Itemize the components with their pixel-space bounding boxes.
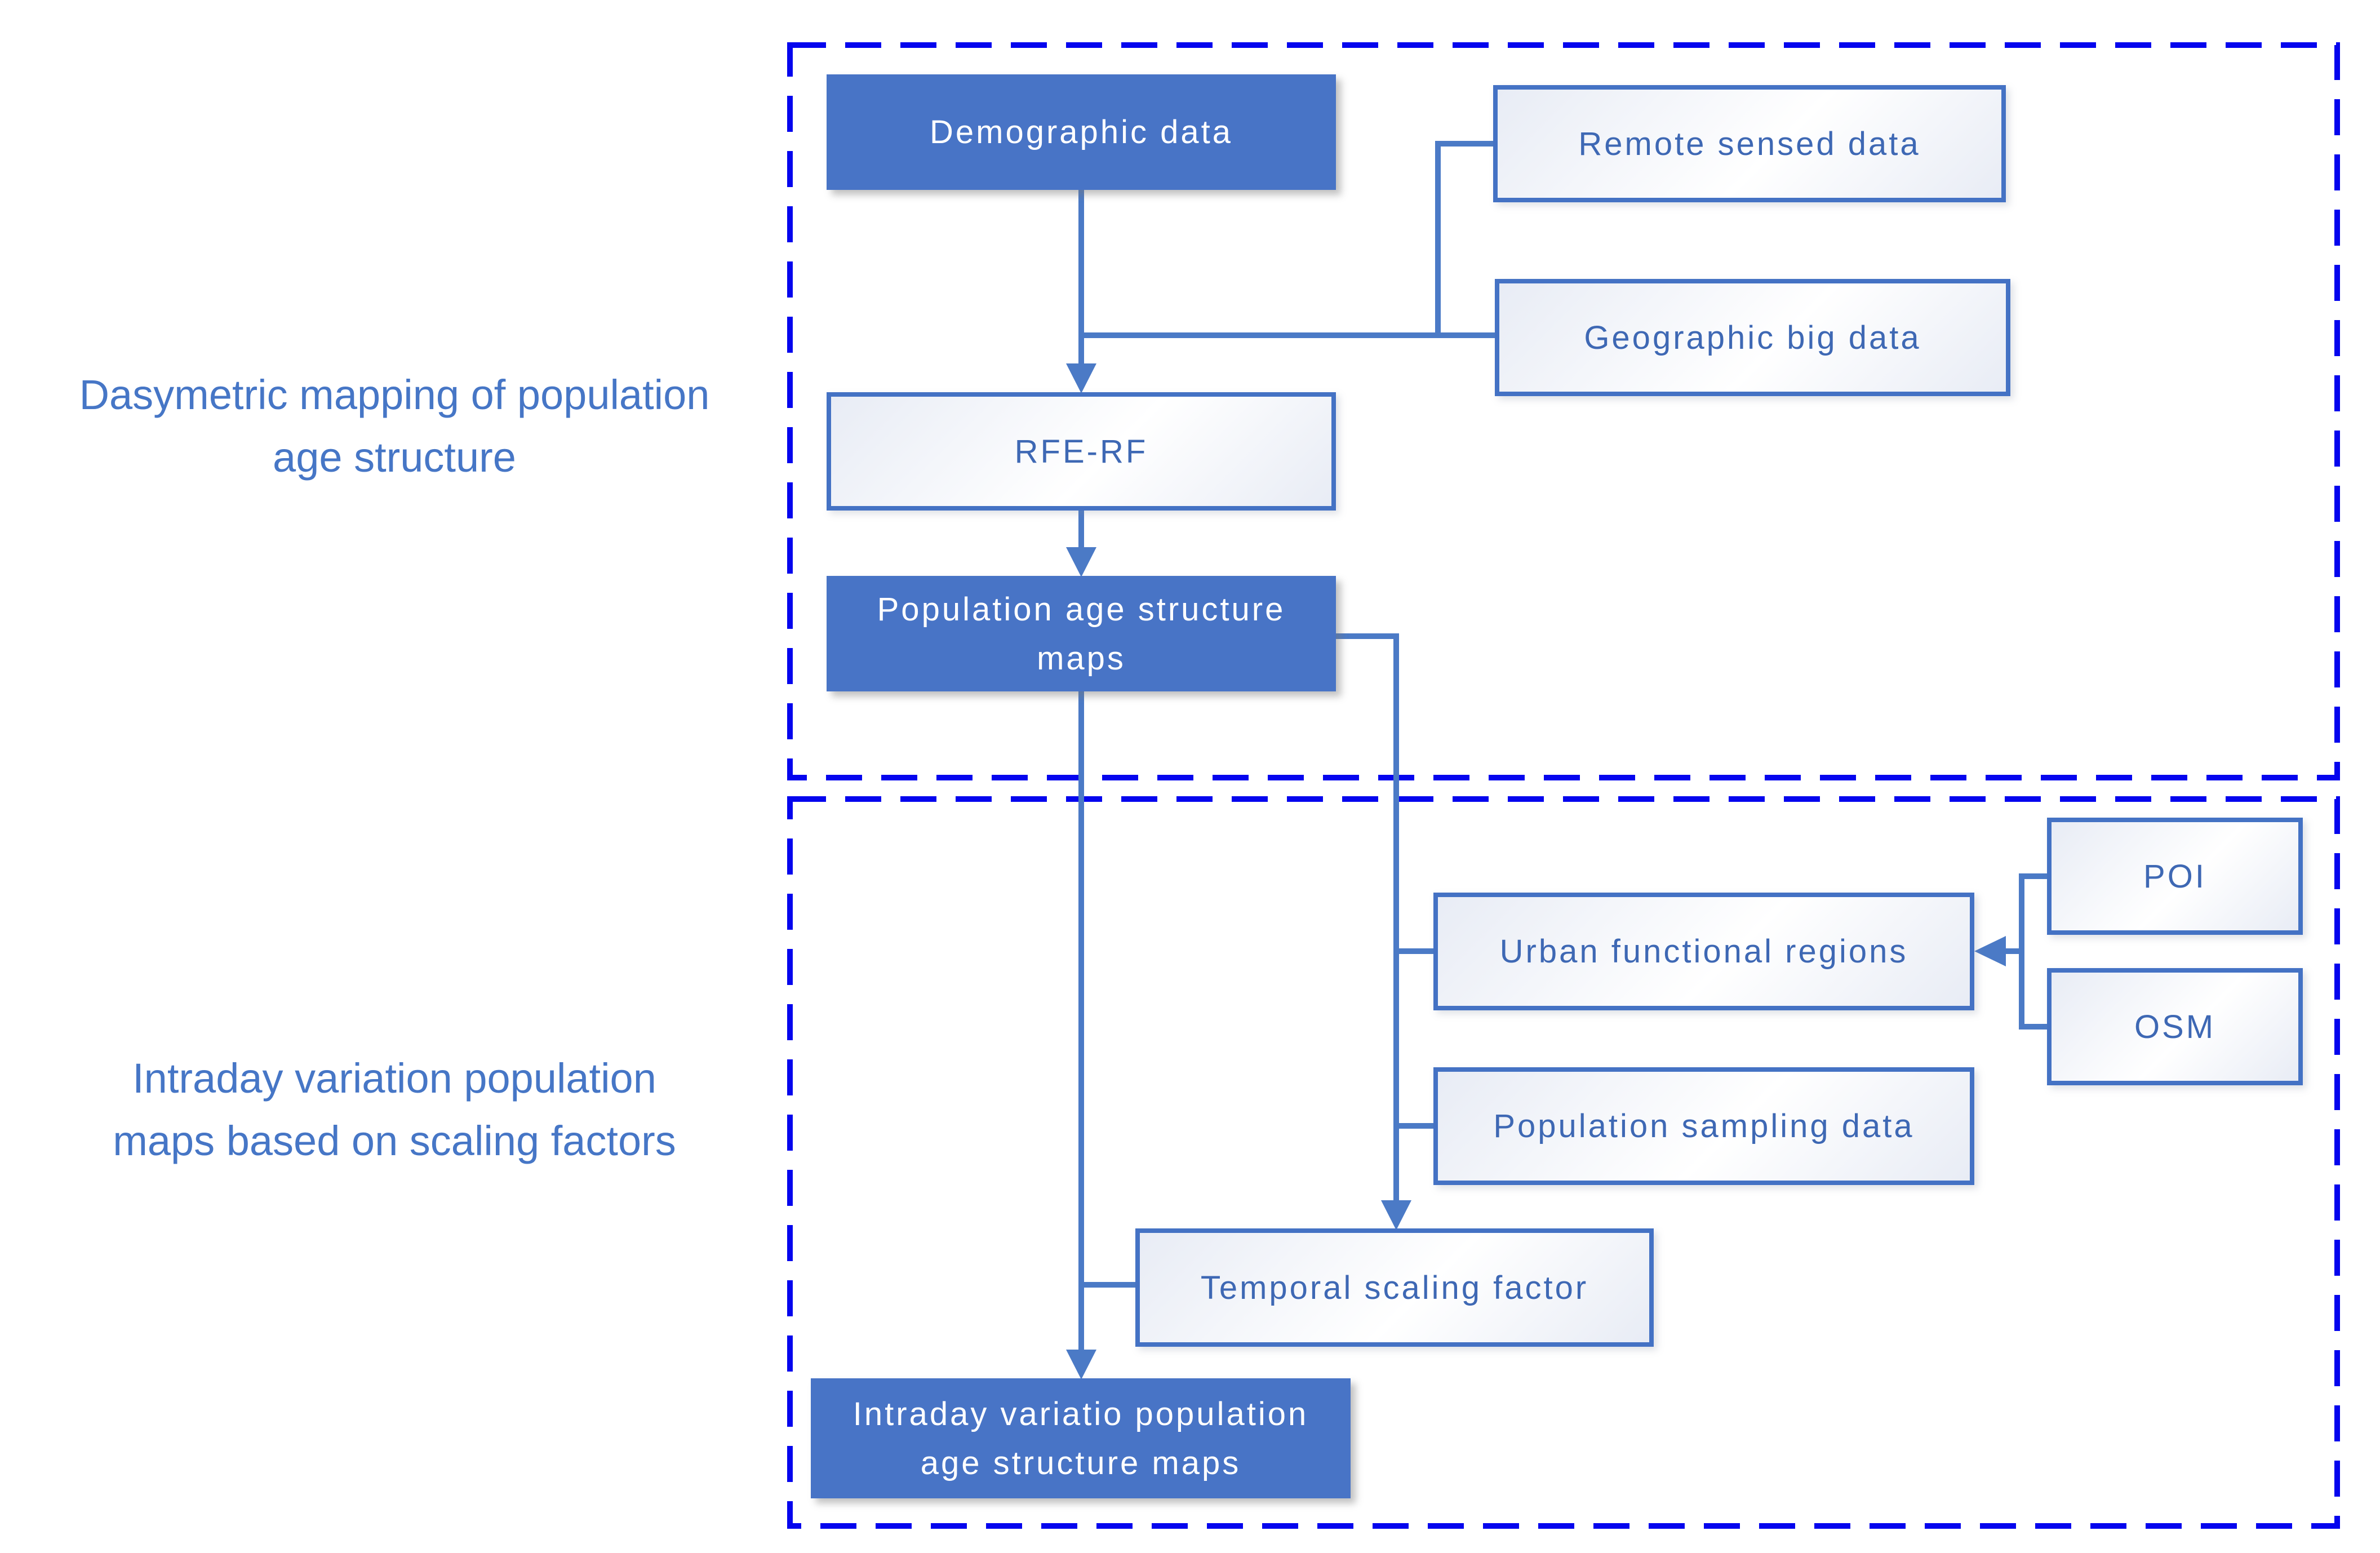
box-rfe-rf-label: RFE-RF [1014, 433, 1148, 470]
box-poi: POI [2047, 818, 2303, 935]
box-population-age-structure-maps-label: Population age structure maps [877, 591, 1286, 677]
box-population-sampling-data: Population sampling data [1433, 1067, 1974, 1185]
box-urban-functional-regions: Urban functional regions [1433, 893, 1974, 1010]
box-intraday-variation-population-maps-label: Intraday variatio population age structu… [852, 1395, 1309, 1481]
box-demographic-data: Demographic data [827, 74, 1336, 190]
connector-lines [1078, 141, 2051, 1352]
box-osm-label: OSM [2134, 1008, 2216, 1045]
box-geographic-big-data-label: Geographic big data [1584, 319, 1921, 356]
arrow-down-into-intraday-icon [1066, 1350, 1096, 1379]
arrow-down-into-temporal-icon [1381, 1200, 1411, 1230]
box-urban-functional-regions-label: Urban functional regions [1499, 933, 1908, 970]
box-geographic-big-data: Geographic big data [1495, 279, 2010, 396]
section-label-dasymetric: Dasymetric mapping of population age str… [79, 371, 710, 481]
arrow-left-into-urban-icon [1974, 936, 2006, 966]
section-label-intraday: Intraday variation population maps based… [113, 1055, 676, 1164]
dashed-frame-top [787, 42, 2340, 780]
arrowheads [1066, 363, 2006, 1379]
box-osm: OSM [2047, 968, 2303, 1085]
dashed-frame-bottom [787, 796, 2340, 1529]
arrow-down-into-rfe-icon [1066, 363, 1096, 393]
box-population-sampling-data-label: Population sampling data [1493, 1108, 1915, 1144]
box-remote-sensed-data-label: Remote sensed data [1578, 125, 1921, 162]
box-intraday-variation-population-maps: Intraday variatio population age structu… [811, 1378, 1351, 1498]
box-poi-label: POI [2143, 858, 2206, 895]
box-remote-sensed-data: Remote sensed data [1493, 85, 2006, 202]
arrow-down-into-pop-age-icon [1066, 547, 1096, 577]
box-temporal-scaling-factor-label: Temporal scaling factor [1200, 1269, 1589, 1306]
box-rfe-rf: RFE-RF [827, 392, 1336, 511]
box-temporal-scaling-factor: Temporal scaling factor [1135, 1228, 1654, 1347]
box-population-age-structure-maps: Population age structure maps [827, 576, 1336, 691]
box-demographic-data-label: Demographic data [930, 114, 1233, 150]
